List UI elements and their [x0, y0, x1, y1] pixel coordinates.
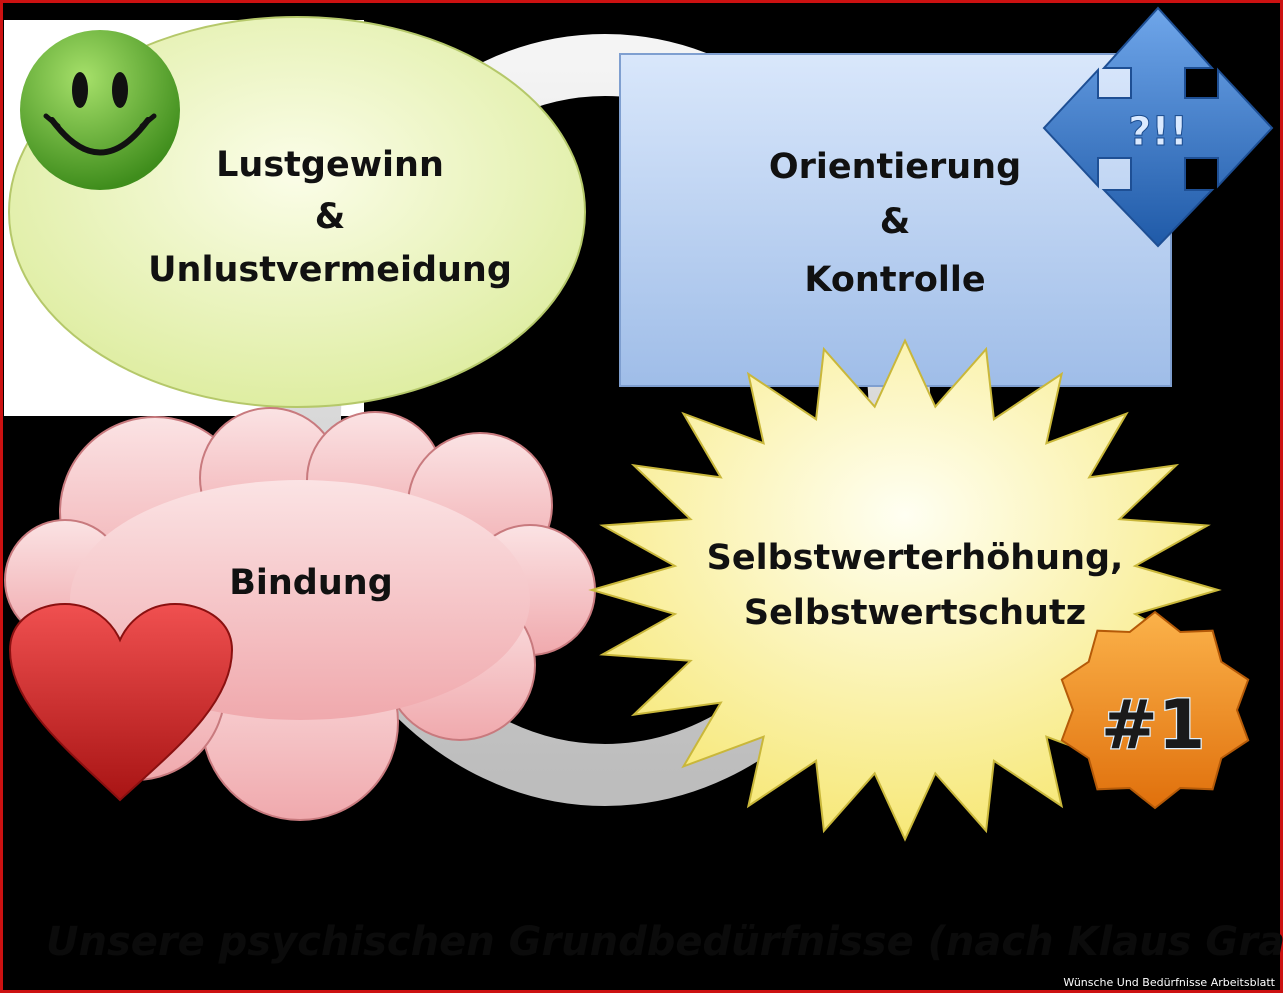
rank-badge: #1 — [1060, 610, 1250, 810]
need-lust: Lustgewinn & Unlustvermeidung — [8, 16, 586, 408]
four-way-arrow-icon: ?!! — [1042, 6, 1274, 248]
orientierung-line3: Kontrolle — [804, 260, 985, 300]
selbstwert-line1: Selbstwerterhöhung, — [707, 538, 1124, 578]
arrows-label: ?!! — [1128, 109, 1188, 155]
rank-badge-shape — [1060, 610, 1250, 810]
selbstwert-line2: Selbstwertschutz — [744, 593, 1086, 633]
rank-badge-label: #1 — [1101, 686, 1205, 765]
lust-line3: Unlustvermeidung — [148, 250, 512, 290]
need-orientierung: Orientierung & Kontrolle ?!! — [619, 6, 1274, 387]
selbstwert-starburst — [588, 338, 1222, 842]
caption: Unsere psychischen Grundbedürfnisse (nac… — [46, 919, 1283, 965]
lust-line2: & — [315, 197, 346, 237]
lust-line1: Lustgewinn — [216, 145, 444, 185]
orientierung-line2: & — [880, 202, 911, 242]
bindung-label: Bindung — [229, 563, 393, 603]
orientierung-line1: Orientierung — [769, 147, 1021, 187]
need-bindung: Bindung — [4, 407, 596, 821]
watermark: Wünsche Und Bedürfnisse Arbeitsblatt — [1063, 976, 1275, 989]
smiley-icon — [20, 30, 180, 190]
need-selbstwert: Selbstwerterhöhung, Selbstwertschutz #1 — [588, 338, 1250, 842]
heart-icon — [8, 602, 234, 802]
